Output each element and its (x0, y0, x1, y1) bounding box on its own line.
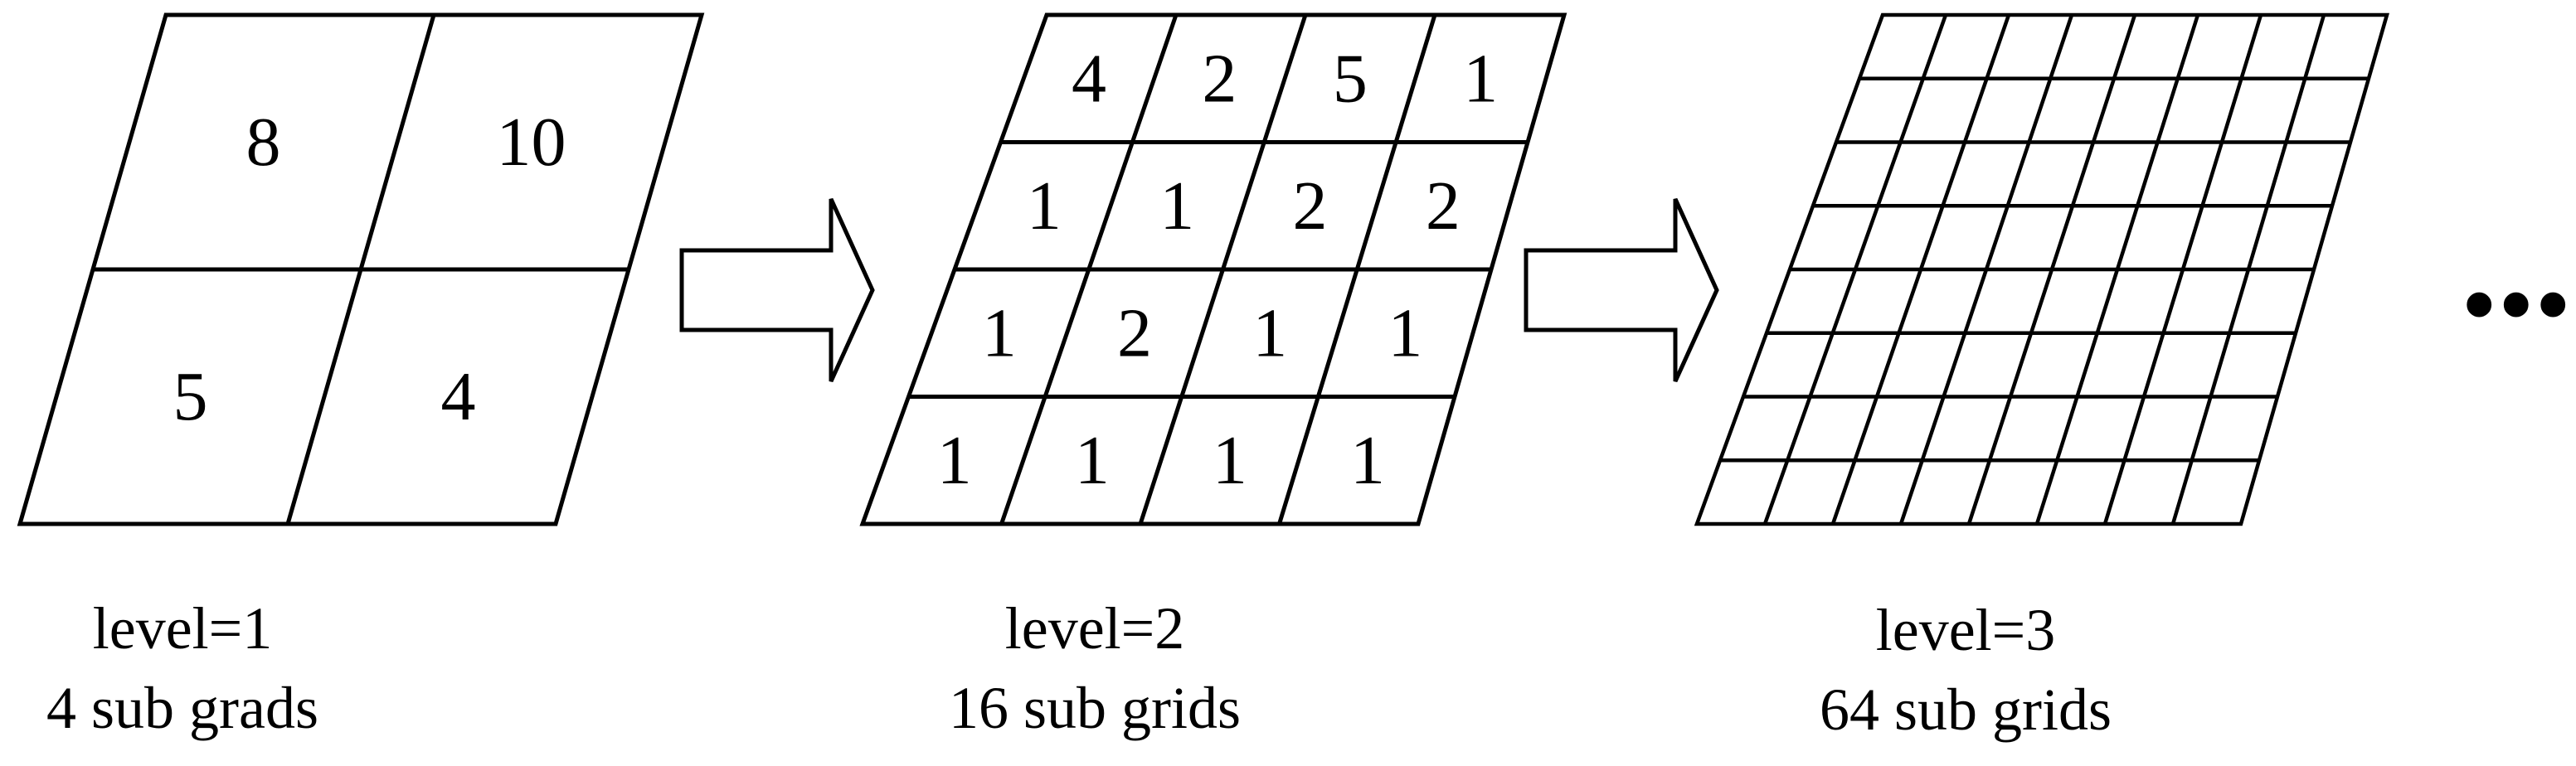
grid-cell-value: 1 (1463, 40, 1498, 117)
level-2-count: 16 sub grids (948, 675, 1242, 741)
grid-cell-value: 1 (1350, 422, 1385, 499)
level-3-count: 64 sub grids (1819, 676, 2112, 743)
grid-column-line (1966, 14, 2137, 525)
grid-column-line (2102, 14, 2263, 525)
level-1-count: 4 sub grads (46, 675, 318, 741)
grid-outline (1694, 12, 2389, 526)
level-1-label: level=1 (92, 595, 273, 662)
grid-level-3 (1694, 12, 2389, 526)
grid-level-1: 8 10 5 4 (17, 12, 705, 526)
caption-level-2: level=2 16 sub grids (929, 599, 1261, 738)
grid-column-line (1138, 14, 1308, 525)
grid-cell-value: 2 (1117, 294, 1152, 371)
grid-column-line (999, 14, 1179, 525)
level-2-label: level=2 (1004, 595, 1185, 662)
arrow-right-icon (1524, 197, 1719, 383)
grid-cell-value: 8 (246, 104, 281, 181)
grid-cell-value: 4 (1072, 40, 1106, 117)
grid-cell-value: 2 (1202, 40, 1237, 117)
grid-cell-value: 2 (1293, 167, 1328, 245)
grid-cell-value: 1 (1388, 294, 1422, 371)
grid-column-line (1830, 14, 2011, 525)
caption-level-3: level=3 64 sub grids (1791, 600, 2140, 739)
grid-cell-value: 1 (1159, 167, 1194, 245)
level-3-label: level=3 (1875, 597, 2056, 663)
grid-column-line (2034, 14, 2200, 525)
grid-cell-value: 1 (1075, 422, 1110, 499)
grid-cell-value: 1 (1027, 167, 1062, 245)
grid-cell-value: 5 (173, 358, 208, 435)
grid-cell-value: 4 (441, 358, 476, 435)
grid-cell-value: 2 (1426, 167, 1461, 245)
grid-cell-value: 1 (982, 294, 1017, 371)
grid-cell-value: 5 (1333, 40, 1368, 117)
grid-cell-value: 1 (937, 422, 972, 499)
grid-column-line (285, 14, 436, 525)
grid-cell-value: 1 (1213, 422, 1247, 499)
grid-column-line (1898, 14, 2074, 525)
grid-cell-value: 1 (1252, 294, 1287, 371)
caption-level-1: level=1 4 sub grads (17, 599, 348, 738)
grid-outline (17, 12, 705, 526)
grid-column-line (1277, 14, 1437, 525)
grid-cell-value: 10 (497, 104, 566, 181)
grid-outline (859, 12, 1567, 526)
arrow-right-icon (679, 197, 875, 383)
grid-column-line (2170, 14, 2326, 525)
ellipsis: ••• (2463, 254, 2574, 355)
grid-column-line (1762, 14, 1948, 525)
